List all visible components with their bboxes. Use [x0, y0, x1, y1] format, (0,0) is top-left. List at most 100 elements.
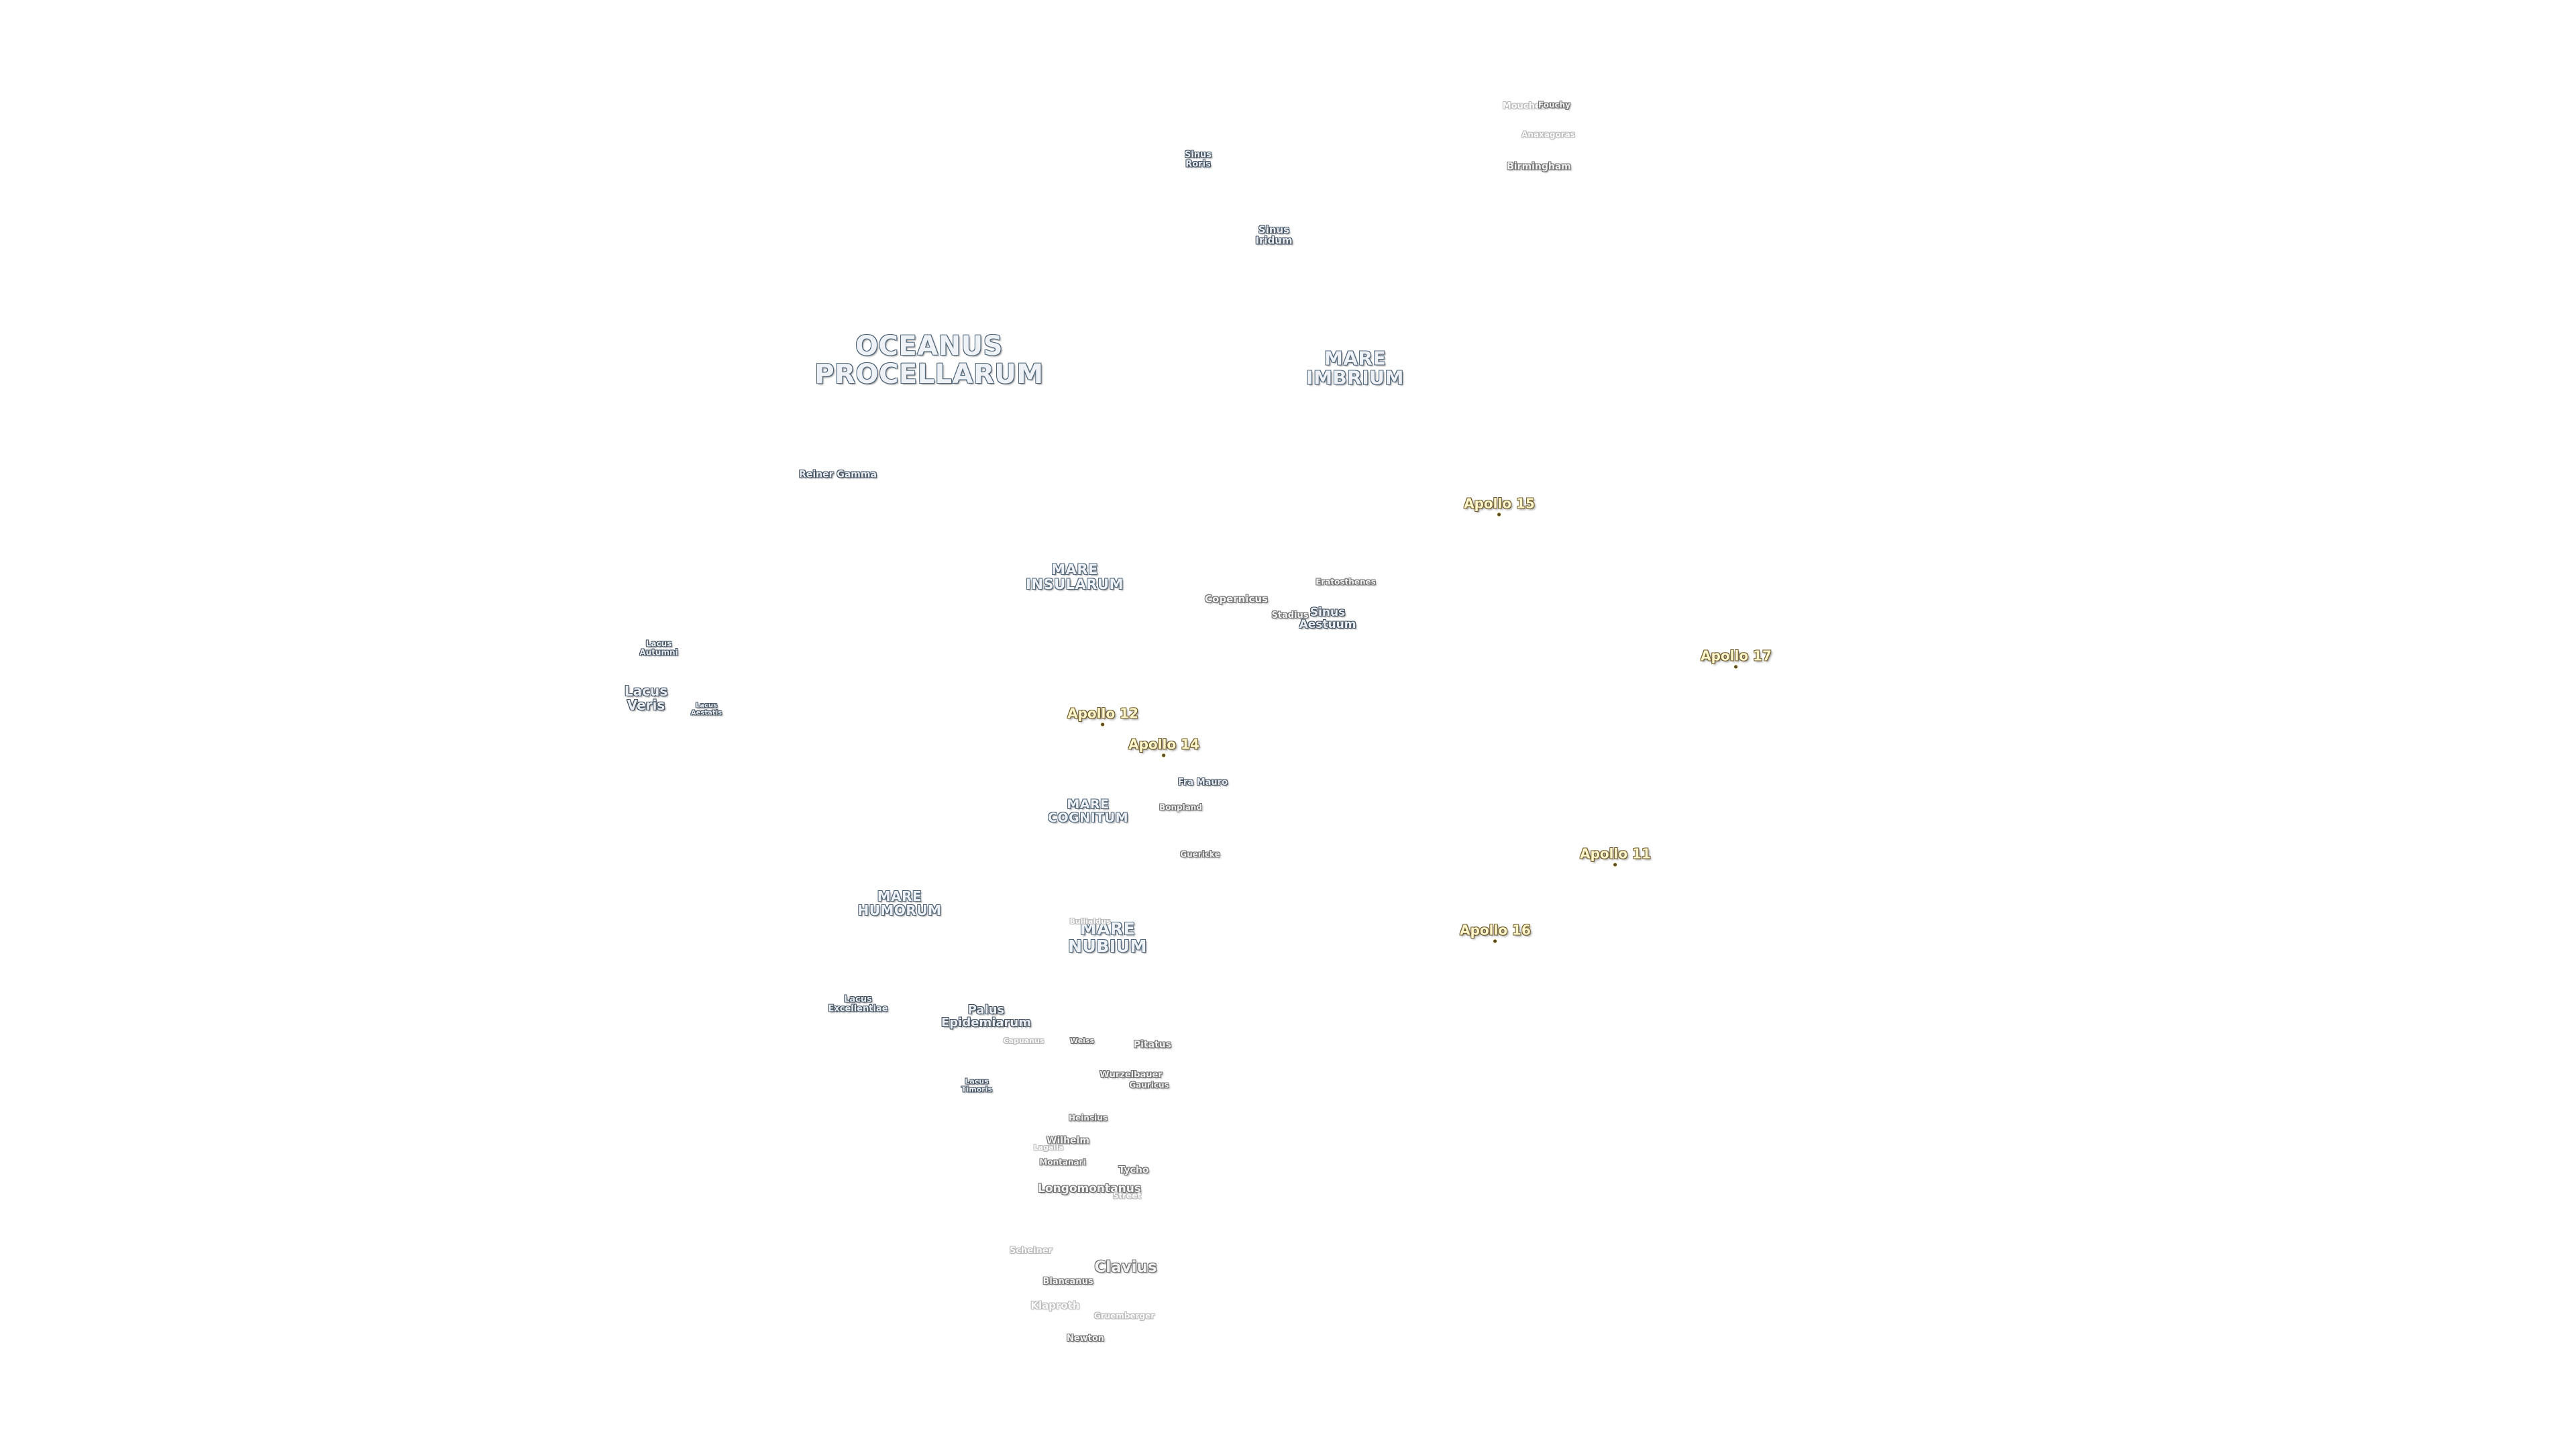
klaproth-label[interactable]: Klaproth — [1030, 1299, 1080, 1312]
scheiner-text: Scheiner — [1009, 1246, 1053, 1256]
bonpland-text: Bonpland — [1159, 802, 1202, 812]
clavius-text: Clavius — [1094, 1258, 1157, 1276]
lacus-autumni-label[interactable]: Lacus Autumni — [639, 639, 678, 656]
birmingham-text: Birmingham — [1507, 161, 1571, 172]
palus-epidemiarum-text: Palus Epidemiarum — [941, 1003, 1031, 1030]
fra-mauro-text: Fra Mauro — [1177, 777, 1228, 788]
heinsius-text: Heinsius — [1069, 1113, 1108, 1123]
mare-insularum-label[interactable]: MARE INSULARUM — [1026, 562, 1124, 592]
bullialdus-label[interactable]: Bullialdus — [1070, 918, 1111, 926]
mare-cognitum-label[interactable]: MARE COGNITUM — [1048, 798, 1128, 825]
lacus-veris-label[interactable]: Lacus Veris — [625, 684, 667, 712]
gruemberger-label[interactable]: Gruemberger — [1093, 1311, 1155, 1321]
wurzelbauer-label[interactable]: Wurzelbauer — [1099, 1071, 1162, 1080]
gauricus-text: Gauricus — [1129, 1080, 1169, 1090]
apollo-17-label[interactable]: Apollo 17 — [1701, 649, 1772, 669]
mare-humorum-label[interactable]: MARE HUMORUM — [858, 890, 942, 918]
palus-epidemiarum-label[interactable]: Palus Epidemiarum — [941, 1004, 1031, 1030]
lagalla-text: Lagalla — [1033, 1143, 1064, 1152]
stadius-label[interactable]: Stadius — [1271, 611, 1308, 621]
apollo-12-text: Apollo 12 — [1067, 705, 1138, 722]
clavius-label[interactable]: Clavius — [1094, 1259, 1157, 1275]
mare-imbrium-label[interactable]: MARE IMBRIUM — [1306, 347, 1404, 389]
bullialdus-text: Bullialdus — [1069, 917, 1111, 926]
bonpland-label[interactable]: Bonpland — [1159, 802, 1202, 812]
heinsius-label[interactable]: Heinsius — [1069, 1114, 1108, 1123]
blancanus-text: Blancanus — [1042, 1277, 1093, 1287]
longomontanus-label[interactable]: Longomontanus — [1038, 1183, 1141, 1195]
scheiner-label[interactable]: Scheiner — [1010, 1246, 1053, 1256]
montanari-label[interactable]: Montanari — [1039, 1157, 1086, 1167]
guericke-label[interactable]: Guericke — [1180, 849, 1220, 859]
foucy-text: Fouchy — [1538, 100, 1570, 110]
montanari-text: Montanari — [1039, 1157, 1086, 1167]
street-label[interactable]: Street — [1113, 1191, 1141, 1201]
lacus-timoris-label[interactable]: Lacus Timoris — [961, 1077, 992, 1093]
mare-nubium-text: MARE NUBIUM — [1068, 918, 1147, 956]
landing-site-marker-icon — [1613, 863, 1617, 867]
mare-humorum-text: MARE HUMORUM — [857, 888, 942, 918]
blancanus-label[interactable]: Blancanus — [1042, 1277, 1093, 1287]
apollo-15-text: Apollo 15 — [1464, 495, 1535, 512]
pitatus-label[interactable]: Pitatus — [1134, 1040, 1171, 1051]
oceanus-procellarum-label[interactable]: OCEANUS PROCELLARUM — [814, 332, 1043, 388]
wilhelm-text: Wilhelm — [1046, 1135, 1089, 1146]
guericke-text: Guericke — [1180, 849, 1220, 859]
weiss-label[interactable]: Weiss — [1070, 1037, 1094, 1045]
apollo-11-text: Apollo 11 — [1580, 845, 1651, 862]
anaxagoras-label[interactable]: Anaxagoras — [1521, 129, 1575, 140]
lacus-autumni-text: Lacus Autumni — [639, 639, 678, 657]
mare-nubium-label[interactable]: MARE NUBIUM — [1068, 920, 1147, 956]
apollo-15-label[interactable]: Apollo 15 — [1464, 495, 1535, 517]
copernicus-label[interactable]: Copernicus — [1205, 594, 1268, 605]
lacus-excellentiae-text: Lacus Excellentiae — [828, 994, 888, 1014]
sinus-iridum-label[interactable]: Sinus Iridum — [1255, 223, 1293, 246]
reiner-gamma-label[interactable]: Reiner Gamma — [799, 470, 877, 480]
sinus-aestuum-label[interactable]: Sinus Aestuum — [1299, 606, 1356, 631]
tycho-label[interactable]: Tycho — [1118, 1165, 1149, 1176]
mare-imbrium-text: MARE IMBRIUM — [1306, 347, 1404, 389]
klaproth-text: Klaproth — [1030, 1299, 1080, 1312]
lacus-aestatis-label[interactable]: Lacus Aestatis — [691, 702, 722, 717]
eratosthenes-text: Eratosthenes — [1316, 577, 1376, 587]
sinus-roris-label[interactable]: Sinus Roris — [1185, 150, 1212, 168]
anaxagoras-text: Anaxagoras — [1521, 129, 1575, 140]
tycho-text: Tycho — [1118, 1165, 1149, 1176]
sinus-iridum-text: Sinus Iridum — [1255, 223, 1293, 246]
sinus-roris-text: Sinus Roris — [1184, 150, 1212, 169]
landing-site-marker-icon — [1734, 665, 1738, 669]
copernicus-text: Copernicus — [1205, 593, 1268, 606]
capuanus-label[interactable]: Capuanus — [1004, 1037, 1044, 1045]
birmingham-label[interactable]: Birmingham — [1507, 162, 1571, 172]
mare-cognitum-text: MARE COGNITUM — [1048, 797, 1128, 825]
apollo-14-text: Apollo 14 — [1128, 736, 1199, 753]
longomontanus-text: Longomontanus — [1038, 1182, 1141, 1196]
eratosthenes-label[interactable]: Eratosthenes — [1316, 578, 1376, 587]
mare-insularum-text: MARE INSULARUM — [1026, 561, 1124, 592]
apollo-16-label[interactable]: Apollo 16 — [1460, 922, 1531, 943]
weiss-text: Weiss — [1069, 1036, 1095, 1046]
apollo-11-label[interactable]: Apollo 11 — [1580, 847, 1651, 867]
gauricus-label[interactable]: Gauricus — [1129, 1081, 1169, 1090]
apollo-12-label[interactable]: Apollo 12 — [1067, 705, 1138, 727]
newton-label[interactable]: Newton — [1067, 1334, 1104, 1344]
lagalla-label[interactable]: Lagalla — [1034, 1144, 1064, 1152]
wilhelm-label[interactable]: Wilhelm — [1046, 1136, 1089, 1146]
lacus-veris-text: Lacus Veris — [624, 683, 668, 713]
apollo-17-text: Apollo 17 — [1701, 647, 1772, 664]
pitatus-text: Pitatus — [1133, 1039, 1172, 1051]
landing-site-marker-icon — [1162, 753, 1166, 757]
foucy-label[interactable]: Fouchy — [1538, 101, 1570, 110]
apollo-16-text: Apollo 16 — [1460, 922, 1531, 938]
mouchez-label[interactable]: Mouchez — [1503, 102, 1546, 111]
mouchez-text: Mouchez — [1502, 101, 1546, 112]
lacus-excellentiae-label[interactable]: Lacus Excellentiae — [828, 995, 888, 1013]
apollo-14-label[interactable]: Apollo 14 — [1128, 736, 1199, 757]
landing-site-marker-icon — [1101, 722, 1105, 727]
stadius-text: Stadius — [1271, 610, 1309, 621]
gruemberger-text: Gruemberger — [1093, 1311, 1155, 1321]
fra-mauro-label[interactable]: Fra Mauro — [1178, 778, 1228, 788]
landing-site-marker-icon — [1493, 939, 1497, 943]
reiner-gamma-text: Reiner Gamma — [799, 469, 877, 480]
